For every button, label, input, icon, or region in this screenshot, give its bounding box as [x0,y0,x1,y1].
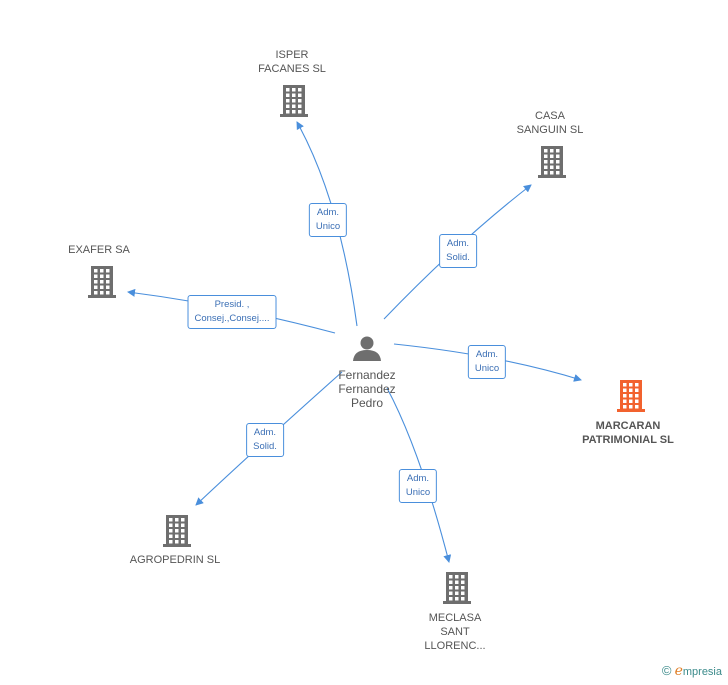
company-label-meclasa: MECLASA SANT LLORENC... [424,611,485,653]
company-label-agropedrin-line: AGROPEDRIN SL [129,554,221,566]
building-icon-agropedrin[interactable] [163,515,191,547]
building-icon-marcaran[interactable] [617,380,645,412]
company-label-casa-line: CASA [535,110,565,122]
edge-label-isper[interactable]: Adm. Unico [308,203,348,237]
company-label-meclasa-line: LLORENC... [424,640,486,652]
edge-label-exafer[interactable]: Presid. , Consej.,Consej.... [187,295,277,329]
company-label-casa: CASA SANGUIN SL [517,109,584,137]
company-label-marcaran: MARCARAN PATRIMONIAL SL [582,419,674,447]
company-label-meclasa-line: MECLASA [428,612,482,624]
company-label-marcaran-line: PATRIMONIAL SL [582,434,674,446]
edge-label-meclasa[interactable]: Adm. Unico [398,469,438,503]
copyright-symbol: © [661,663,672,678]
brand-logo-initial: e [674,663,683,679]
edge-label-casa[interactable]: Adm. Solid. [439,234,477,268]
edge-label-line: Consej.,Consej.... [194,313,270,324]
center-person-label-line: Fernandez [338,382,396,396]
edge-label-agropedrin[interactable]: Adm. Solid. [246,423,284,457]
building-icon-meclasa[interactable] [443,572,471,604]
edge-label-line: Unico [315,221,341,232]
edge-label-line: Adm. [446,238,470,249]
center-person-label-line: Pedro [350,396,384,410]
company-label-casa-line: SANGUIN SL [516,124,584,136]
edge-label-line: Adm. [253,427,277,438]
company-label-isper-line: FACANES SL [258,63,326,75]
person-icon[interactable] [353,336,381,362]
edge-label-line: Solid. [253,441,277,452]
brand-logo-text: mpresia [682,666,722,678]
edge-label-line: Adm. [406,473,430,484]
building-icon-isper[interactable] [280,85,308,117]
edge-label-line: Unico [474,363,500,374]
company-label-isper-line: ISPER [275,49,309,61]
center-person-label-line: Fernandez [338,368,396,382]
company-label-marcaran-line: MARCARAN [595,420,661,432]
edge-label-line: Presid. , [214,299,250,310]
edge-label-line: Adm. [316,207,340,218]
footer-brand: © empresia [662,663,722,679]
edge-label-marcaran[interactable]: Adm. Unico [467,345,507,379]
company-label-agropedrin: AGROPEDRIN SL [130,553,220,567]
edge-label-line: Unico [405,487,431,498]
company-label-meclasa-line: SANT [440,626,470,638]
building-icon-exafer[interactable] [88,266,116,298]
building-icon-casa[interactable] [538,146,566,178]
company-label-exafer: EXAFER SA [68,243,130,257]
company-label-isper: ISPER FACANES SL [258,48,326,76]
edge-label-line: Adm. [475,349,499,360]
edge-label-line: Solid. [446,252,470,263]
company-label-exafer-line: EXAFER SA [68,244,130,256]
edge-meclasa [386,387,452,563]
